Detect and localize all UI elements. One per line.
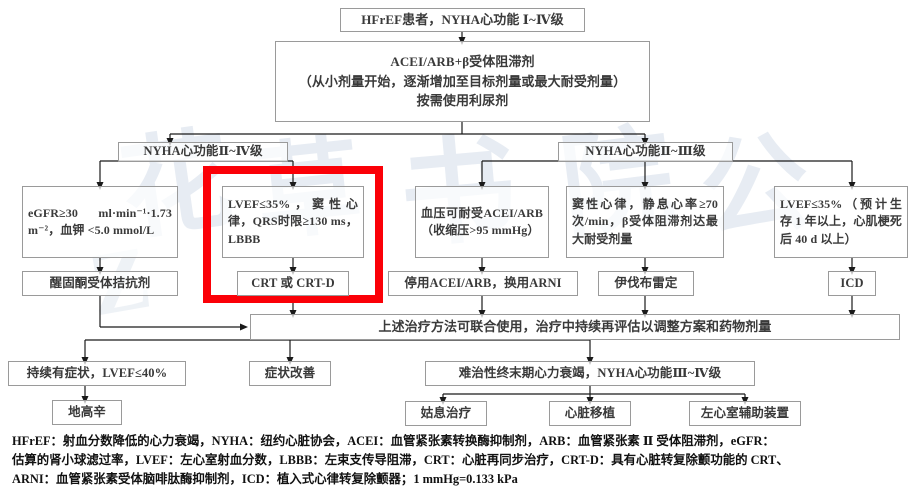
palliative-label: 姑息治疗 xyxy=(420,405,472,420)
node-icd: ICD xyxy=(828,271,876,296)
node-digoxin: 地高辛 xyxy=(52,400,122,425)
node-lvad: 左心室辅助装置 xyxy=(689,401,801,426)
node-label: HFrEF患者，NYHA心功能 Ⅰ~Ⅳ级 xyxy=(361,11,564,27)
branch-left-label: NYHA心功能Ⅱ~Ⅳ级 xyxy=(143,144,263,159)
node-acei-arb-therapy: ACEI/ARB+β受体阻滞剂 （从小剂量开始，逐渐增加至目标剂量或最大耐受剂量… xyxy=(275,41,650,122)
node-crt-or-crtd: CRT 或 CRT-D xyxy=(237,271,349,296)
node-hfref-patients: HFrEF患者，NYHA心功能 Ⅰ~Ⅳ级 xyxy=(340,8,585,32)
node-lvef-crt-criteria: LVEF≤35%，窦性心律，QRS时限≥130 ms，LBBB xyxy=(222,186,364,258)
node-bp-criteria: 血压可耐受ACEI/ARB（收缩压>95 mmHg） xyxy=(415,186,549,258)
node-ivabradine: 伊伐布雷定 xyxy=(598,271,694,296)
node-egfr-criteria: eGFR≥30 ml·min⁻¹·1.73 m⁻²，血钾 <5.0 mmol/L xyxy=(22,186,178,258)
refractory-label: 难治性终末期心力衰竭，NYHA心功能Ⅲ~Ⅳ级 xyxy=(458,365,722,380)
footnote-line-3: ARNI：血管紧张素受体脑啡肽酶抑制剂，ICD：植入式心律转复除颤器；1 mmH… xyxy=(12,471,518,486)
sinus-criteria-label: 窦性心律，静息心率≥70次/min，β受体阻滞剂达最大耐受剂量 xyxy=(572,197,718,246)
egfr-criteria-label: eGFR≥30 ml·min⁻¹·1.73 m⁻²，血钾 <5.0 mmol/L xyxy=(28,205,172,237)
therapy-line-1: ACEI/ARB+β受体阻滞剂 xyxy=(390,54,535,70)
lvef-crt-criteria-label: LVEF≤35%，窦性心律，QRS时限≥130 ms，LBBB xyxy=(228,197,358,246)
combined-label: 上述治疗方法可联合使用，治疗中持续再评估以调整方案和药物剂量 xyxy=(378,318,772,334)
therapy-line-2: （从小剂量开始，逐渐增加至目标剂量或最大耐受剂量） xyxy=(298,73,627,89)
lvad-label: 左心室辅助装置 xyxy=(700,405,790,420)
digoxin-label: 地高辛 xyxy=(68,404,106,419)
arni-label: 停用ACEI/ARB，换用ARNI xyxy=(404,275,562,290)
node-persistent-symptoms: 持续有症状，LVEF≤40% xyxy=(8,361,186,386)
aldosterone-label: 醒固酮受体拮抗剂 xyxy=(49,275,151,290)
node-refractory-hf: 难治性终末期心力衰竭，NYHA心功能Ⅲ~Ⅳ级 xyxy=(425,361,755,386)
node-palliative-care: 姑息治疗 xyxy=(405,401,487,426)
ivabradine-label: 伊伐布雷定 xyxy=(614,275,678,290)
node-nyha-class-2-4: NYHA心功能Ⅱ~Ⅳ级 xyxy=(118,142,288,162)
branch-right-label: NYHA心功能Ⅱ~Ⅲ级 xyxy=(585,144,706,159)
transplant-label: 心脏移植 xyxy=(564,405,616,420)
node-combined-therapy: 上述治疗方法可联合使用，治疗中持续再评估以调整方案和药物剂量 xyxy=(250,314,900,340)
persistent-label: 持续有症状，LVEF≤40% xyxy=(26,365,168,380)
footnote-line-2: 估算的肾小球滤过率，LVEF：左心室射血分数，LBBB：左束支传导阻滞，CRT：… xyxy=(12,452,789,467)
icd-label: ICD xyxy=(840,275,864,290)
improved-label: 症状改善 xyxy=(264,365,316,380)
node-switch-to-arni: 停用ACEI/ARB，换用ARNI xyxy=(388,271,578,296)
bp-criteria-label: 血压可耐受ACEI/ARB（收缩压>95 mmHg） xyxy=(421,205,543,237)
node-nyha-class-2-3: NYHA心功能Ⅱ~Ⅲ级 xyxy=(558,142,733,162)
crt-label: CRT 或 CRT-D xyxy=(251,275,335,290)
node-sinus-rhythm-criteria: 窦性心律，静息心率≥70次/min，β受体阻滞剂达最大耐受剂量 xyxy=(566,186,724,258)
icd-criteria-label: LVEF≤35%（预计生存 1 年以上，心肌梗死后 40 d 以上） xyxy=(780,197,902,246)
node-icd-criteria: LVEF≤35%（预计生存 1 年以上，心肌梗死后 40 d 以上） xyxy=(774,186,908,258)
node-aldosterone-antagonist: 醒固酮受体拮抗剂 xyxy=(22,271,178,296)
node-heart-transplant: 心脏移植 xyxy=(549,401,631,426)
abbreviations-footnote: HFrEF：射血分数降低的心力衰竭，NYHA：纽约心脏协会，ACEI：血管紧张素… xyxy=(12,432,912,489)
node-symptoms-improved: 症状改善 xyxy=(249,361,331,386)
footnote-line-1: HFrEF：射血分数降低的心力衰竭，NYHA：纽约心脏协会，ACEI：血管紧张素… xyxy=(12,434,775,448)
therapy-line-3: 按需使用利尿剂 xyxy=(416,93,509,109)
